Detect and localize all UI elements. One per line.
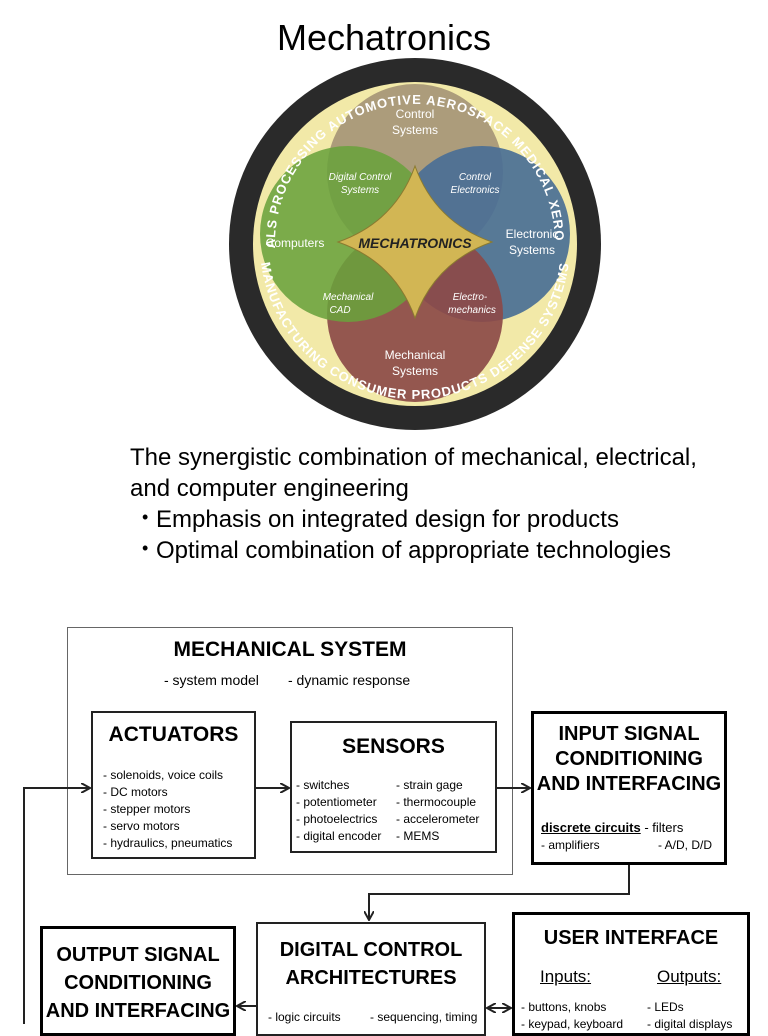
description-bullet-2: Optimal combination of appropriate techn… xyxy=(130,533,766,566)
label-electronic-1: Electronic xyxy=(506,227,559,241)
user-interface-input-item: - buttons, knobs xyxy=(521,1000,607,1014)
input-signal-sub-rest: - filters xyxy=(640,820,684,835)
venn-svg: MATERIALS PROCESSING AUTOMOTIVE AEROSPAC… xyxy=(214,42,601,430)
actuator-item: - DC motors xyxy=(103,785,168,799)
page-title: Mechatronics xyxy=(276,17,492,58)
label-mechanical-cad-1: Mechanical xyxy=(323,292,374,303)
label-electronic-2: Systems xyxy=(509,243,555,257)
digital-control-title-2: ARCHITECTURES xyxy=(285,967,457,989)
sensor-item: - potentiometer xyxy=(296,795,377,809)
user-interface-title: USER INTERFACE xyxy=(543,927,719,949)
mechanical-system-sub-2: - dynamic response xyxy=(288,672,411,688)
input-signal-sub2-right: - A/D, D/D xyxy=(658,838,713,852)
label-control-1: Control xyxy=(396,107,435,121)
description-bullet-1: Emphasis on integrated design for produc… xyxy=(130,502,766,535)
label-control-electronics-2: Electronics xyxy=(451,185,500,196)
input-signal-title-1: INPUT SIGNAL xyxy=(558,723,700,745)
input-signal-box: INPUT SIGNAL CONDITIONING AND INTERFACIN… xyxy=(531,711,727,865)
description: The synergistic combination of mechanica… xyxy=(130,442,766,566)
mechatronics-center-shape xyxy=(336,164,494,320)
digital-control-item-1: - logic circuits xyxy=(268,1010,341,1024)
output-signal-title-1: OUTPUT SIGNAL xyxy=(56,944,220,966)
sensor-item: - thermocouple xyxy=(396,795,477,809)
actuator-item: - solenoids, voice coils xyxy=(103,768,224,782)
sensor-item: - photoelectrics xyxy=(296,812,378,826)
actuators-box: ACTUATORS - solenoids, voice coils - DC … xyxy=(91,711,256,859)
digital-control-box: DIGITAL CONTROL ARCHITECTURES - logic ci… xyxy=(256,922,486,1036)
sensor-item: - accelerometer xyxy=(396,812,480,826)
user-interface-output-item: - LEDs xyxy=(647,1000,684,1014)
description-line-1: The synergistic combination of mechanica… xyxy=(130,444,697,471)
input-signal-title-2: CONDITIONING xyxy=(555,748,703,770)
digital-control-item-2: - sequencing, timing xyxy=(370,1010,478,1024)
sensor-item: - strain gage xyxy=(396,778,463,792)
label-digital-control-2: Systems xyxy=(341,185,379,196)
sensor-item: - digital encoder xyxy=(296,829,382,843)
user-interface-inputs-label: Inputs: xyxy=(540,967,592,986)
output-signal-box: OUTPUT SIGNAL CONDITIONING AND INTERFACI… xyxy=(40,926,236,1036)
mechatronics-venn-diagram: MATERIALS PROCESSING AUTOMOTIVE AEROSPAC… xyxy=(214,42,610,434)
digital-control-title-1: DIGITAL CONTROL xyxy=(279,939,463,961)
user-interface-outputs-label: Outputs: xyxy=(657,967,722,986)
label-mechanical-1: Mechanical xyxy=(385,348,446,362)
user-interface-box: USER INTERFACE Inputs: Outputs: - button… xyxy=(512,912,750,1036)
label-control-2: Systems xyxy=(392,123,438,137)
mechanical-system-title: MECHANICAL SYSTEM xyxy=(173,638,407,661)
label-center-mechatronics: MECHATRONICS xyxy=(358,235,472,251)
user-interface-output-item: - digital displays xyxy=(647,1017,733,1031)
mechanical-system-sub-1: - system model xyxy=(164,672,259,688)
actuators-title: ACTUATORS xyxy=(108,723,239,746)
label-control-electronics-1: Control xyxy=(459,172,492,183)
sensor-item: - MEMS xyxy=(396,829,440,843)
label-computers: Computers xyxy=(266,236,325,250)
output-signal-title-3: AND INTERFACING xyxy=(45,1000,231,1022)
label-mechanical-cad-2: CAD xyxy=(329,305,350,316)
actuator-item: - hydraulics, pneumatics xyxy=(103,836,233,850)
input-signal-sub-bold: discrete circuits xyxy=(541,820,641,835)
user-interface-input-item: - keypad, keyboard xyxy=(521,1017,624,1031)
input-signal-title-3: AND INTERFACING xyxy=(536,773,722,795)
actuator-item: - stepper motors xyxy=(103,802,191,816)
sensors-box: SENSORS - switches - potentiometer - pho… xyxy=(290,721,497,853)
label-electromechanics-2: mechanics xyxy=(448,305,496,316)
sensors-title: SENSORS xyxy=(342,735,445,758)
label-digital-control-1: Digital Control xyxy=(329,172,393,183)
label-electromechanics-1: Electro- xyxy=(453,292,488,303)
actuator-item: - servo motors xyxy=(103,819,180,833)
input-signal-sub2-left: - amplifiers xyxy=(541,838,600,852)
label-mechanical-2: Systems xyxy=(392,364,438,378)
output-signal-title-2: CONDITIONING xyxy=(64,972,212,994)
sensor-item: - switches xyxy=(296,778,350,792)
description-line-2: and computer engineering xyxy=(130,475,409,502)
